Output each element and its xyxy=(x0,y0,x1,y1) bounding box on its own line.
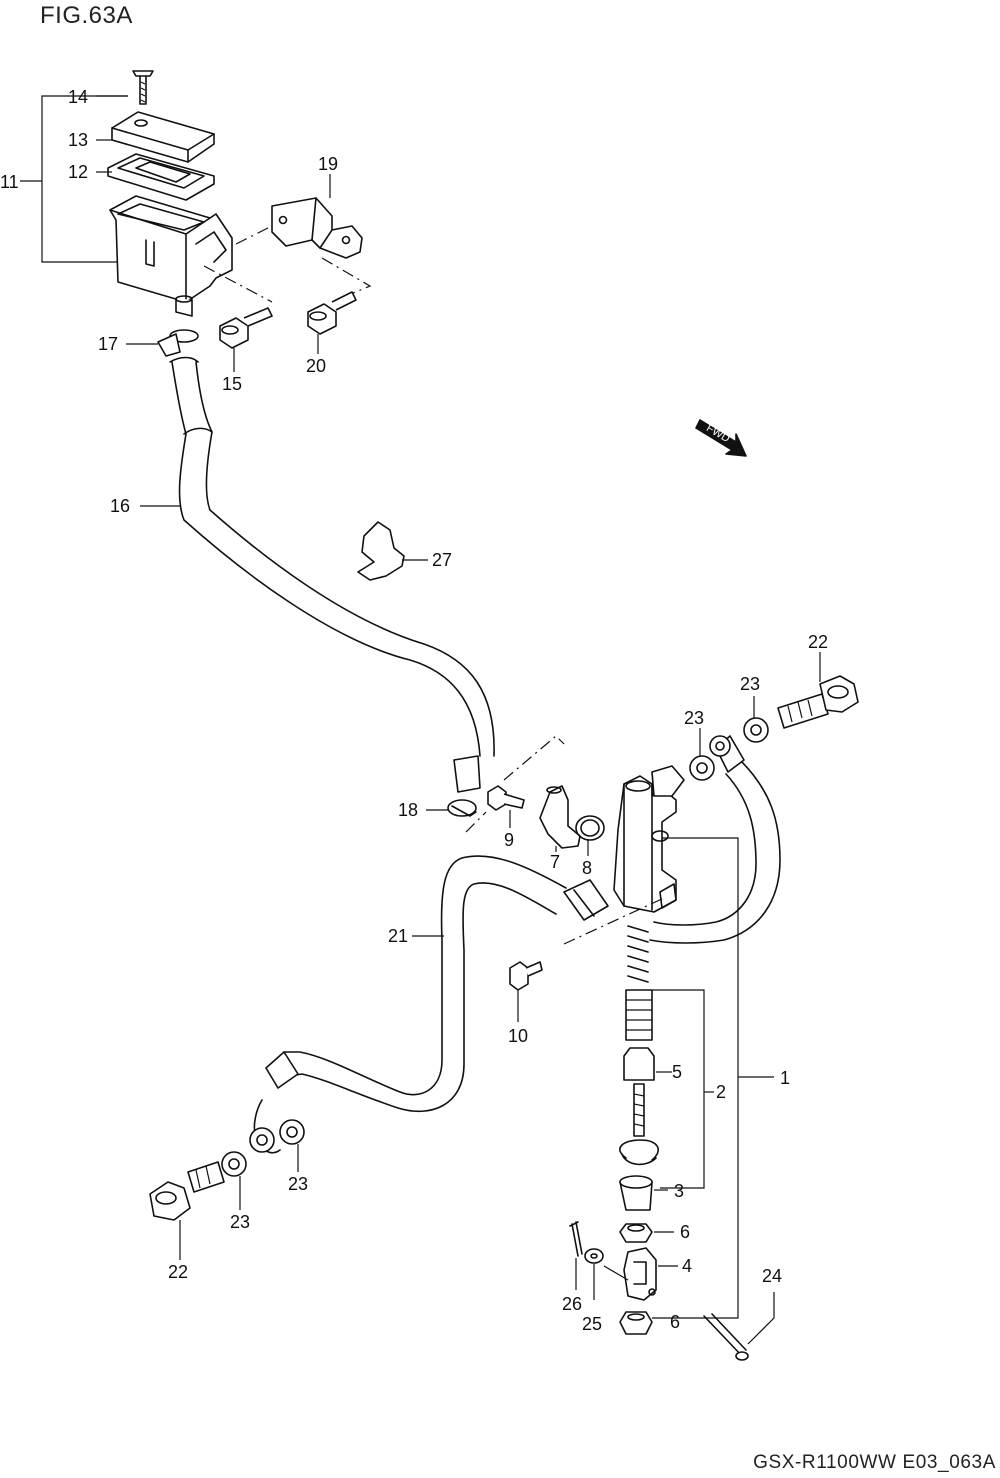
callout-15: 15 xyxy=(222,374,242,394)
reservoir-hose xyxy=(169,356,495,793)
callout-11: 11 xyxy=(0,172,19,192)
callout-26: 26 xyxy=(562,1294,582,1314)
clip xyxy=(357,521,405,581)
hose-clamp xyxy=(157,329,199,357)
reservoir-assembly xyxy=(107,70,233,317)
bolt-10 xyxy=(509,961,543,991)
callout-25: 25 xyxy=(582,1314,602,1334)
callout-6-upper: 6 xyxy=(680,1222,690,1242)
callout-17: 17 xyxy=(98,334,118,354)
fwd-arrow: FWD xyxy=(695,419,747,457)
brake-hose xyxy=(249,855,609,1154)
cotter-pin xyxy=(569,1221,583,1257)
upper-brake-hose xyxy=(649,735,781,944)
master-cylinder xyxy=(613,765,685,913)
washer-23-a xyxy=(689,755,715,781)
callout-16: 16 xyxy=(110,496,130,516)
callout-4: 4 xyxy=(682,1256,692,1276)
clevis xyxy=(623,1247,657,1301)
bolt-15 xyxy=(219,307,273,349)
callout-2: 2 xyxy=(716,1082,726,1102)
figure-title: FIG.63A xyxy=(40,2,133,29)
callout-9: 9 xyxy=(504,830,514,850)
nut-lower xyxy=(619,1311,653,1335)
bolt-20 xyxy=(307,291,357,335)
piston-assembly xyxy=(623,925,655,1137)
washer-23-b xyxy=(743,717,769,743)
clamp-18 xyxy=(447,799,477,817)
callout-19: 19 xyxy=(318,154,338,174)
washer-23-d xyxy=(279,1119,305,1145)
union-bolt-lower xyxy=(149,1161,225,1221)
o-ring xyxy=(575,815,605,841)
hose-fitting xyxy=(539,785,581,849)
figure-footer: GSX-R1100WW E03_063A xyxy=(753,1452,996,1473)
callout-23-c: 23 xyxy=(230,1212,250,1232)
union-bolt-upper xyxy=(777,675,859,729)
circlip xyxy=(619,1139,660,1166)
bolt-9 xyxy=(487,785,525,811)
callout-10: 10 xyxy=(508,1026,528,1046)
callout-21: 21 xyxy=(388,926,408,946)
clevis-pin xyxy=(703,1313,749,1361)
callout-12: 12 xyxy=(68,162,88,182)
callout-18: 18 xyxy=(398,800,418,820)
callout-13: 13 xyxy=(68,130,88,150)
callout-23-d: 23 xyxy=(288,1174,308,1194)
callout-3: 3 xyxy=(674,1181,684,1201)
callout-14: 14 xyxy=(68,87,88,107)
callout-23-b: 23 xyxy=(740,674,760,694)
callout-20: 20 xyxy=(306,356,326,376)
nut-upper xyxy=(619,1223,653,1243)
callout-22-lower: 22 xyxy=(168,1262,188,1282)
boot xyxy=(619,1175,653,1211)
callout-8: 8 xyxy=(582,858,592,878)
callout-23-a: 23 xyxy=(684,708,704,728)
callout-27: 27 xyxy=(432,550,452,570)
callout-labels: 1 2 3 4 5 6 6 7 8 9 10 11 12 13 14 15 16… xyxy=(0,87,828,1334)
washer-25 xyxy=(584,1248,604,1264)
callout-5: 5 xyxy=(672,1062,682,1082)
bracket xyxy=(271,197,363,259)
callout-6-lower: 6 xyxy=(670,1312,680,1332)
callout-1: 1 xyxy=(780,1068,790,1088)
washer-23-c xyxy=(221,1151,247,1177)
callout-22-upper: 22 xyxy=(808,632,828,652)
callout-7: 7 xyxy=(550,852,560,872)
callout-24: 24 xyxy=(762,1266,782,1286)
